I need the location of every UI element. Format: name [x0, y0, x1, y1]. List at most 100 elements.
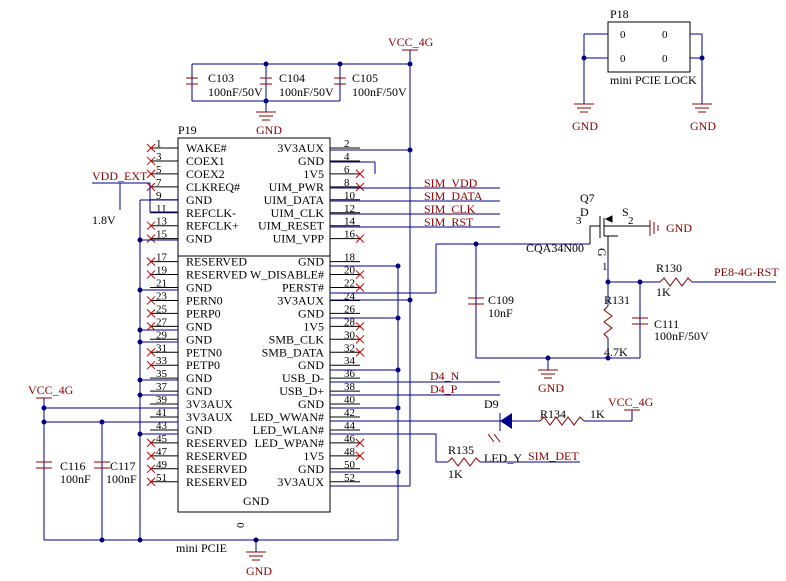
p19-pin-name-34: GND [298, 358, 324, 372]
p19-pin-num-13: 13 [156, 216, 168, 228]
p19-pin-name-42: LED_WWAN# [250, 410, 324, 424]
p18-pin-3: 0 [620, 53, 626, 65]
c117-value: 100nF [106, 472, 137, 486]
p19-pin-name-26: GND [298, 306, 324, 320]
pe8-label: PE8-4G-RST [714, 265, 779, 279]
r131-value: 4.7K [604, 345, 628, 359]
p19-body [177, 137, 331, 513]
c111-ref: C111 [654, 317, 679, 331]
p19-pin-name-36: USB_D- [282, 371, 324, 385]
p19-pin-name-31: PETN0 [186, 345, 222, 359]
gnd-label-top: GND [256, 123, 282, 137]
r131-ref: R131 [604, 293, 630, 307]
p19-pin-name-7: CLKREQ# [186, 180, 240, 194]
d9-name: LED_Y [484, 451, 522, 465]
p19-pin-num-33: 33 [156, 355, 168, 367]
sim-clk-label: SIM_CLK [424, 202, 476, 216]
p19-pin-num-10: 10 [344, 190, 356, 202]
r134-value: 1K [590, 407, 605, 421]
gnd-label-p18-right: GND [690, 119, 716, 133]
r130-ref: R130 [656, 261, 682, 275]
p19-pin-num-48: 48 [344, 446, 356, 458]
p18-body [607, 21, 691, 73]
p19-pin-num-9: 9 [156, 190, 162, 202]
p19-pin-name-48: 1V5 [303, 449, 324, 463]
p19-pin-name-51: RESERVED [186, 475, 247, 489]
p19-pin-name-41: 3V3AUX [186, 410, 233, 424]
q7-s: S [622, 205, 629, 219]
c117-ref: C117 [110, 459, 136, 473]
p19-pin-num-17: 17 [156, 252, 168, 264]
p19-pin-num-39: 39 [156, 394, 168, 406]
p19-pin-num-1: 1 [156, 138, 162, 150]
p19-pin-num-31: 31 [156, 342, 167, 354]
gnd-symbol-r131 [538, 369, 558, 379]
p19-pin-num-45: 45 [156, 433, 168, 445]
q7-ref: Q7 [580, 191, 595, 205]
p19-pin-name-5: COEX2 [186, 167, 225, 181]
c116-value: 100nF [60, 472, 91, 486]
p19-pin-name-4: GND [298, 154, 324, 168]
p19-pin-num-27: 27 [156, 316, 168, 328]
p19-pin-num-46: 46 [344, 433, 356, 445]
p19-pin-num-12: 12 [344, 203, 355, 215]
p19-pin-name-2: 3V3AUX [277, 141, 324, 155]
sim-det-net: R135 1K SIM_DET [330, 433, 580, 481]
c104-ref: C104 [279, 71, 305, 85]
p19-ref: P19 [178, 123, 197, 137]
p19-pin-num-26: 26 [344, 303, 356, 315]
p19-pin-name-30: SMB_CLK [269, 332, 325, 346]
c105-value: 100nF/50V [352, 85, 407, 99]
p19-pin-name-10: UIM_DATA [264, 193, 325, 207]
p19-pin-num-16: 16 [344, 229, 356, 241]
p19-pin-num-19: 19 [156, 265, 168, 277]
p19-pin-name-24: 3V3AUX [277, 293, 324, 307]
p19-pin-num-50: 50 [344, 459, 356, 471]
p19-pin-num-24: 24 [344, 290, 356, 302]
p19-pin-num-5: 5 [156, 164, 162, 176]
gnd-symbol-q7 [649, 220, 659, 236]
q7-part: CQA34N00 [526, 241, 584, 255]
p19-pin-num-15: 15 [156, 229, 168, 241]
p19-pin-name-52: 3V3AUX [277, 475, 324, 489]
p19-pin-name-45: RESERVED [186, 436, 247, 450]
p19-pin-name-23: PERN0 [186, 293, 223, 307]
p19-pin-num-23: 23 [156, 290, 168, 302]
p19-pin-name-22: PERST# [282, 281, 324, 295]
vdd-ext-net: VDD_EXT 1.8V [92, 169, 178, 227]
d4p-label: D4_P [430, 382, 458, 396]
p19-pin-num-34: 34 [344, 355, 356, 367]
p19-pin-num-36: 36 [344, 368, 356, 380]
p19-pin-num-38: 38 [344, 381, 356, 393]
reset-network: R130 1K PE8-4G-RST R131 4.7K C111 100nF/… [603, 261, 779, 361]
p19-pin-num-22: 22 [344, 278, 355, 290]
sim-vdd-label: SIM_VDD [424, 176, 478, 190]
p19-pin-name-8: UIM_PWR [269, 180, 324, 194]
usb-nets: D4_N D4_P [330, 369, 500, 396]
p19-pin-name-17: RESERVED [186, 255, 247, 269]
p19-pin-num-18: 18 [344, 252, 356, 264]
p19-pin-num-49: 49 [156, 459, 168, 471]
p19-pin-name-3: COEX1 [186, 154, 225, 168]
p19-bottom-gnd: GND [243, 494, 269, 508]
p19-pin-num-11: 11 [156, 203, 167, 215]
p19-pin-num-42: 42 [344, 407, 355, 419]
p19-pin-num-2: 2 [344, 138, 350, 150]
c103-value: 100nF/50V [208, 85, 263, 99]
gnd-label-p18-left: GND [572, 119, 598, 133]
led-d9: VCC_4G D9 R134 1K LED_Y [330, 395, 654, 465]
p19-pin-name-15: GND [186, 232, 212, 246]
p19-pin-name-9: GND [186, 193, 212, 207]
p19-pin-name-1: WAKE# [186, 141, 227, 155]
sim-det-label: SIM_DET [528, 449, 579, 463]
q7-g: G [595, 248, 609, 257]
c109-value: 10nF [488, 306, 513, 320]
gnd-label-q7: GND [666, 221, 692, 235]
p19-pin-num-21: 21 [156, 278, 167, 290]
c116-ref: C116 [60, 459, 86, 473]
p19-pin-name-18: GND [298, 255, 324, 269]
p19-pin-num-4: 4 [344, 151, 350, 163]
p19-pin-name-29: GND [186, 332, 212, 346]
r130-value: 1K [656, 285, 671, 299]
